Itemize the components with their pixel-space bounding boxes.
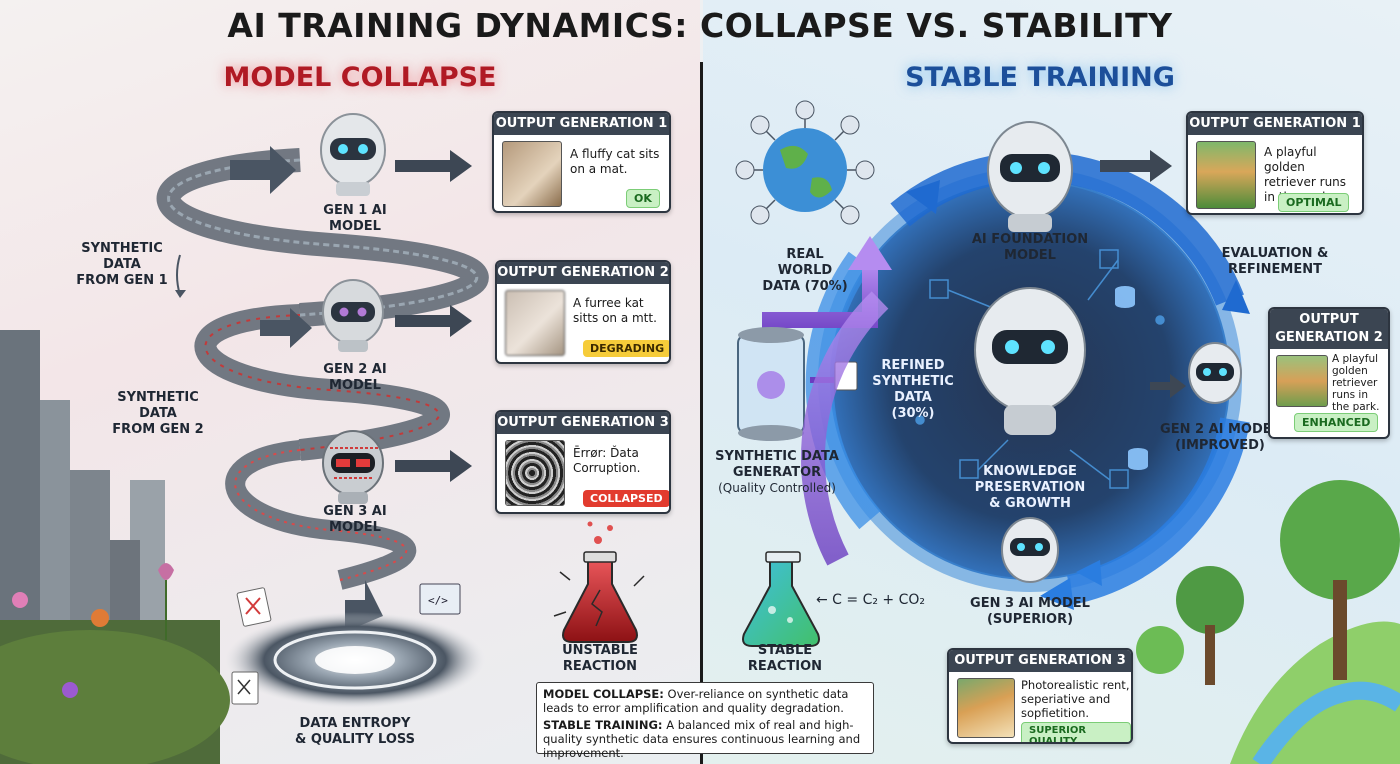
gen3-robot-head xyxy=(322,430,384,504)
status-badge: OPTIMAL xyxy=(1278,193,1350,212)
collapse-output-card-3: OUTPUT GENERATION 3 Ērrør: Ďata Corrupti… xyxy=(495,410,671,514)
gen1-robot-head xyxy=(320,113,386,196)
stable-reaction-label: STABLE REACTION xyxy=(747,643,823,674)
page-title: AI TRAINING DYNAMICS: COLLAPSE VS. STABI… xyxy=(227,6,1173,45)
data-spiral xyxy=(156,148,489,590)
stable-heading: STABLE TRAINING xyxy=(905,62,1175,93)
collapse-heading: MODEL COLLAPSE xyxy=(223,62,497,93)
refined-synthetic-label: REFINED SYNTHETIC DATA (30%) xyxy=(872,358,954,421)
stable-output-card-3: OUTPUT GENERATION 3 Photorealistic rent,… xyxy=(947,648,1133,744)
card-header: OUTPUT GENERATION 2 xyxy=(497,262,669,284)
card-header: OUTPUT GENERATION 3 xyxy=(949,650,1131,672)
dog-image xyxy=(1196,141,1256,209)
unstable-reaction-label: UNSTABLE REACTION xyxy=(562,643,638,674)
flowers-illustration xyxy=(12,563,174,698)
gen3-label: GEN 3 AI MODEL xyxy=(323,504,387,535)
card-text: A playful golden retriever runs in the p… xyxy=(1332,353,1380,413)
gen3-stable-robot-head xyxy=(1001,517,1059,583)
real-world-data-globe xyxy=(735,100,875,225)
ruined-city-illustration xyxy=(0,330,230,764)
stable-output-card-2: OUTPUT GENERATION 2 A playful golden ret… xyxy=(1268,307,1390,439)
card-header: OUTPUT GENERATION 1 xyxy=(1188,113,1362,135)
collapse-output-arrows xyxy=(395,150,472,482)
spiral-arrow-gen2 xyxy=(260,308,312,348)
generator-label: SYNTHETIC DATA GENERATOR xyxy=(715,449,839,480)
card-header: OUTPUT GENERATION 3 xyxy=(497,412,669,434)
note-stable-label: STABLE TRAINING: xyxy=(543,718,663,732)
status-badge: DEGRADING xyxy=(583,340,669,357)
note-collapse-label: MODEL COLLAPSE: xyxy=(543,687,664,701)
summary-note: MODEL COLLAPSE: Over-reliance on synthet… xyxy=(536,682,874,760)
generator-sublabel: (Quality Controlled) xyxy=(718,481,836,495)
knowledge-network xyxy=(915,249,1165,489)
evaluation-label: EVALUATION & REFINEMENT xyxy=(1221,246,1329,277)
gen2-label: GEN 2 AI MODEL xyxy=(323,362,387,393)
foundation-robot-head xyxy=(987,121,1073,232)
synthetic-data-generator-illustration xyxy=(737,236,892,441)
stable-output-card-1: OUTPUT GENERATION 1 A playful golden ret… xyxy=(1186,111,1364,215)
database-icons xyxy=(1115,286,1148,470)
broken-document-icons: </> xyxy=(231,583,461,705)
card-text: Photorealistic rent, seperiative and sop… xyxy=(1021,678,1130,720)
central-robot-head xyxy=(974,287,1086,435)
collapse-output-card-2: OUTPUT GENERATION 2 A furree kat sitts o… xyxy=(495,260,671,364)
synthetic-data-gen2-label: SYNTHETIC DATA FROM GEN 2 xyxy=(112,390,204,437)
data-entropy-label: DATA ENTROPY & QUALITY LOSS xyxy=(294,716,416,747)
stable-flask-illustration xyxy=(742,551,820,647)
gen1-label: GEN 1 AI MODEL xyxy=(323,203,387,234)
forest-river-illustration xyxy=(1136,480,1400,764)
gen3-superior-label: GEN 3 AI MODEL (SUPERIOR) xyxy=(970,596,1090,627)
foundation-model-label: AI FOUNDATION MODEL xyxy=(971,232,1089,263)
card-header: OUTPUT GENERATION 2 xyxy=(1270,309,1388,349)
status-badge: COLLAPSED xyxy=(583,490,669,507)
dog-image xyxy=(1276,355,1328,407)
gen2-improved-label: GEN 2 AI MODEL (IMPROVED) xyxy=(1160,422,1280,453)
status-badge: ENHANCED xyxy=(1294,413,1379,432)
card-text: A fluffy cat sits on a mat. xyxy=(570,147,660,176)
synthetic-data-gen1-label: SYNTHETIC DATA FROM GEN 1 xyxy=(76,241,168,288)
stable-output-arrows xyxy=(1100,150,1186,398)
status-badge: SUPERIOR QUALITY xyxy=(1021,722,1131,742)
panel-divider xyxy=(700,62,703,764)
spiral-arrow-gen1 xyxy=(230,146,296,194)
reaction-formula: ← C = C₂ + CO₂ xyxy=(816,592,926,608)
real-world-data-label: REAL WORLD DATA (70%) xyxy=(762,247,848,294)
note-collapse-text: Over-reliance on synthetic data leads to… xyxy=(543,687,849,715)
status-badge: OK xyxy=(626,189,660,208)
dog-image xyxy=(957,678,1015,738)
card-header: OUTPUT GENERATION 1 xyxy=(494,113,669,135)
card-text: A furree kat sitts on a mtt. xyxy=(573,296,657,325)
unstable-flask-illustration xyxy=(553,521,645,643)
corrupted-image xyxy=(505,440,565,506)
svg-text:</>: </> xyxy=(428,594,448,607)
knowledge-label: KNOWLEDGE PRESERVATION & GROWTH xyxy=(974,464,1086,511)
card-text: Ērrør: Ďata Corruption. xyxy=(573,446,641,475)
cat-image xyxy=(502,141,562,207)
note-stable-text: A balanced mix of real and high-quality … xyxy=(543,718,861,760)
refined-data-arrow xyxy=(801,291,889,566)
blurry-cat-image xyxy=(505,290,565,356)
gen2-stable-robot-head xyxy=(1188,342,1242,404)
gen2-robot-head xyxy=(322,279,384,352)
data-vortex xyxy=(225,612,485,708)
collapse-output-card-1: OUTPUT GENERATION 1 A fluffy cat sits on… xyxy=(492,111,671,213)
